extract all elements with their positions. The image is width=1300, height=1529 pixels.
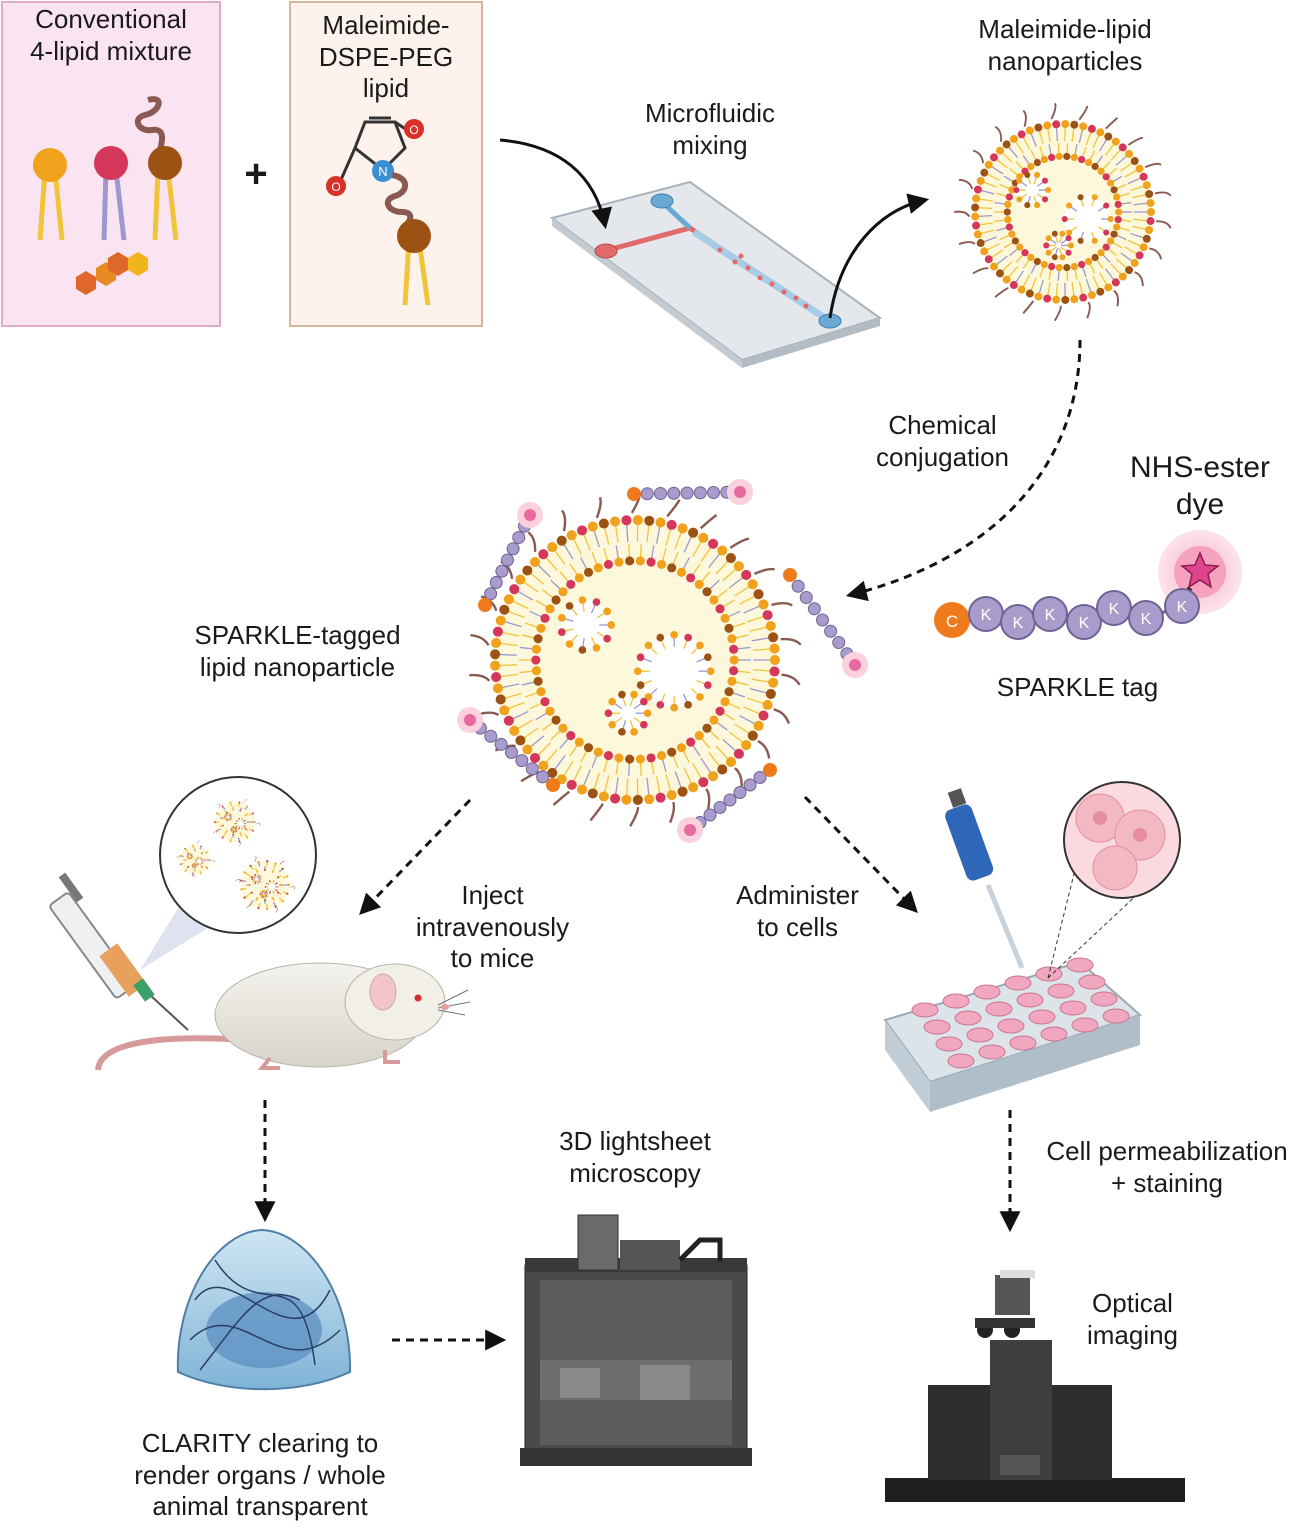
lysine-label: K [1141, 611, 1152, 628]
well [1029, 1010, 1055, 1024]
well [1010, 1036, 1036, 1050]
lysine-label: K [1177, 599, 1188, 616]
oxygen-atom-label: O [409, 123, 418, 137]
well [1072, 1018, 1098, 1032]
well [1079, 975, 1105, 989]
sparkle-nanoparticle-icon [457, 479, 868, 843]
permeabilization-label: Cell permeabilization+ staining [1036, 1136, 1298, 1199]
oxygen-atom-label: O [331, 180, 340, 194]
lysine-label: K [1109, 601, 1120, 618]
lysine-label: K [981, 607, 992, 624]
well [986, 1002, 1012, 1016]
sparkle-tag-label: SPARKLE tag [980, 672, 1175, 704]
well [1060, 1001, 1086, 1015]
well [1041, 1027, 1067, 1041]
pipette-icon [943, 788, 1022, 968]
well [1005, 976, 1031, 990]
well [1036, 967, 1062, 981]
mouse-illustration [98, 963, 470, 1070]
maleimide-nanoparticle-icon [954, 103, 1171, 320]
well [955, 1011, 981, 1025]
cysteine-label: C [946, 612, 958, 631]
nitrogen-atom-label: N [378, 164, 387, 179]
well [979, 1045, 1005, 1059]
lysine-label: K [1045, 607, 1056, 624]
well [936, 1037, 962, 1051]
well [912, 1003, 938, 1017]
lysine-label: K [1079, 615, 1090, 632]
well [967, 1028, 993, 1042]
well [998, 1019, 1024, 1033]
well [1067, 958, 1093, 972]
well [924, 1020, 950, 1034]
well [948, 1054, 974, 1068]
well-plate-icon [885, 958, 1140, 1112]
well [943, 994, 969, 1008]
lightsheet-microscope-icon [520, 1215, 752, 1466]
plus-sign: + [236, 150, 276, 199]
well [1091, 992, 1117, 1006]
well [1017, 993, 1043, 1007]
well [974, 985, 1000, 999]
cleared-tissue-icon [178, 1230, 350, 1389]
lysine-label: K [1013, 615, 1024, 632]
well [1103, 1009, 1129, 1023]
cells-magnified-inset [1048, 782, 1180, 978]
well [1048, 984, 1074, 998]
